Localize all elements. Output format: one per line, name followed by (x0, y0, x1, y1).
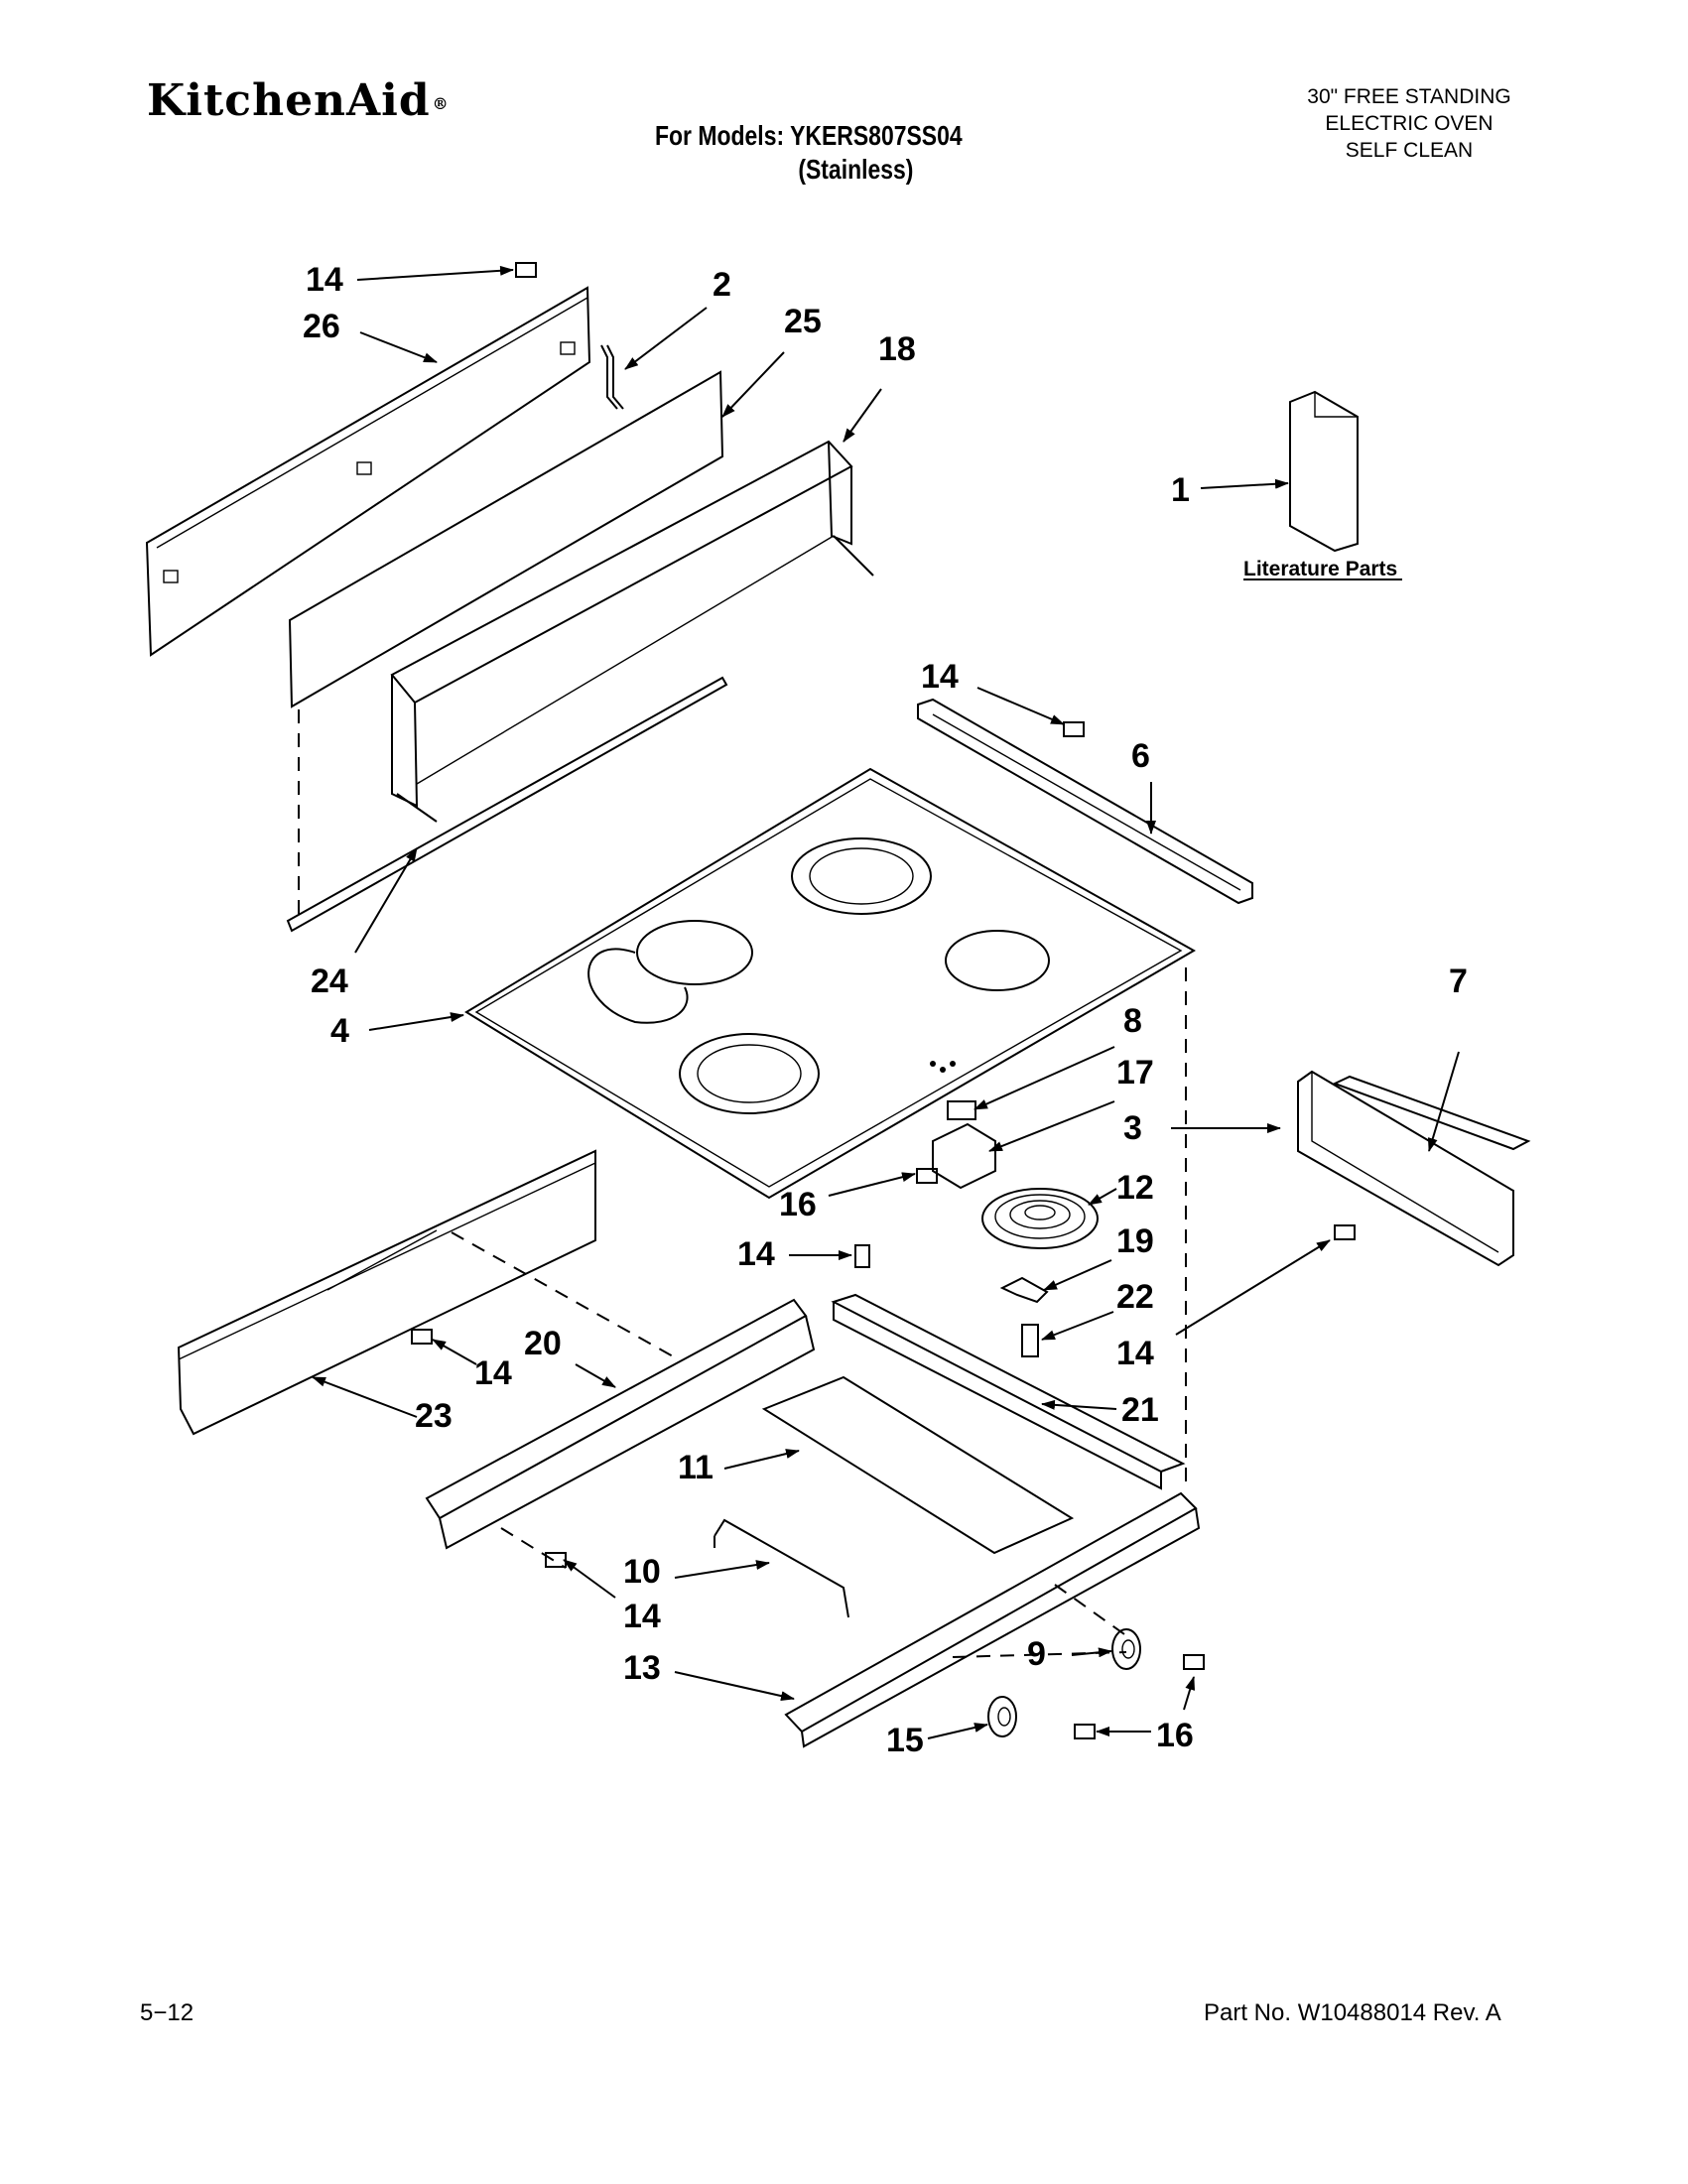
part-6-rear-trim (917, 698, 1253, 905)
part-12-radiant-element (981, 1188, 1099, 1249)
model-heading: For Models: YKERS807SS04 (Stainless) (655, 119, 963, 187)
part-9-knob (1111, 1628, 1141, 1670)
part-11-support-panel (761, 1375, 1075, 1555)
brand-name: KitchenAid (147, 75, 431, 126)
callout-1: 1 (1171, 471, 1190, 509)
part-2-bracket (600, 344, 624, 410)
callout-8: 8 (1123, 1002, 1142, 1040)
part-13-lower-rail (784, 1491, 1201, 1748)
model-finish: (Stainless) (798, 154, 914, 185)
appliance-description: 30" FREE STANDING ELECTRIC OVEN SELF CLE… (1260, 83, 1558, 164)
part-23-side-bracket (177, 1149, 596, 1436)
part-19-clip (999, 1276, 1049, 1304)
part-3-side-bracket (1297, 1070, 1514, 1267)
callout-16: 16 (779, 1186, 817, 1223)
page-number: 5−12 (140, 1999, 195, 2026)
callout-21: 21 (1121, 1391, 1159, 1429)
callout-14: 14 (474, 1354, 512, 1392)
part-24-trim-strip (286, 676, 728, 933)
description-line-3: SELF CLEAN (1345, 139, 1474, 162)
callout-15: 15 (886, 1722, 924, 1759)
part-7-gasket-strip (1332, 1075, 1531, 1151)
callout-19: 19 (1116, 1222, 1154, 1260)
screw-hardware (411, 262, 1356, 1739)
callout-6: 6 (1131, 737, 1150, 775)
part-22-screw (1021, 1324, 1039, 1357)
callout-14: 14 (921, 658, 959, 696)
callout-14: 14 (623, 1598, 661, 1635)
part-10-bracket (714, 1518, 849, 1618)
callout-13: 13 (623, 1649, 661, 1687)
callout-14: 14 (737, 1235, 775, 1273)
description-line-1: 30" FREE STANDING (1307, 85, 1511, 108)
callout-14: 14 (1116, 1335, 1154, 1372)
callout-numbers: 14 26 2 25 18 1 14 6 24 4 7 8 17 3 12 16… (303, 261, 1468, 1759)
callout-4: 4 (330, 1012, 349, 1050)
callout-14: 14 (306, 261, 343, 299)
callout-10: 10 (623, 1553, 661, 1591)
callout-26: 26 (303, 308, 340, 345)
registered-mark: ® (432, 94, 450, 113)
part-21-control-rail (831, 1293, 1186, 1490)
callout-23: 23 (415, 1397, 453, 1435)
part-15-knob (987, 1696, 1017, 1737)
callout-3: 3 (1123, 1109, 1142, 1147)
callout-leaders (312, 265, 1460, 1739)
callout-2: 2 (713, 266, 731, 304)
callout-17: 17 (1116, 1054, 1154, 1092)
part-4-cooktop-glass (464, 767, 1197, 1200)
callout-22: 22 (1116, 1278, 1154, 1316)
callout-20: 20 (524, 1325, 562, 1362)
part-25-backguard-glass (288, 370, 724, 708)
part-20-front-rail (425, 1298, 816, 1550)
part-1-literature (1289, 390, 1359, 553)
brand-logo: KitchenAid® (147, 75, 450, 126)
model-number: For Models: YKERS807SS04 (655, 120, 963, 151)
callout-11: 11 (678, 1449, 714, 1486)
part-number: Part No. W10488014 Rev. A (1204, 1999, 1501, 2026)
callout-25: 25 (784, 303, 822, 340)
callout-9: 9 (1027, 1635, 1046, 1673)
callout-16: 16 (1156, 1717, 1194, 1754)
description-line-2: ELECTRIC OVEN (1325, 112, 1493, 135)
part-26-rear-panel (145, 286, 591, 657)
callout-18: 18 (878, 330, 916, 368)
part-17-switch-bracket (932, 1100, 996, 1190)
callout-7: 7 (1449, 963, 1468, 1000)
literature-parts-label: Literature Parts (1243, 558, 1397, 580)
callout-24: 24 (311, 963, 348, 1000)
part-18-backguard-frame (390, 440, 874, 823)
callout-12: 12 (1116, 1169, 1154, 1207)
